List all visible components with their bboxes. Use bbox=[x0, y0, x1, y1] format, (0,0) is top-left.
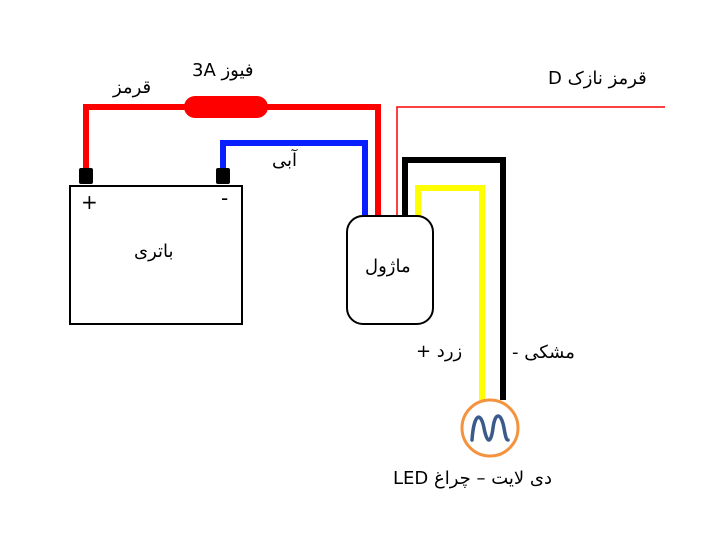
battery-terminal-plus bbox=[79, 168, 93, 184]
battery-terminal-minus bbox=[216, 168, 230, 184]
label-ignition-wire: قرمز نازک D bbox=[548, 68, 647, 89]
fuse-body bbox=[184, 96, 268, 118]
label-lamp: دی لایت – چراغ LED bbox=[393, 468, 553, 489]
lamp-ring bbox=[460, 398, 520, 458]
lamp-filament bbox=[470, 414, 510, 442]
label-positive-wire: قرمز bbox=[113, 77, 152, 98]
black-negative-wire bbox=[402, 157, 506, 400]
battery-body bbox=[69, 185, 243, 325]
label-battery: باتری bbox=[134, 241, 174, 262]
blue-negative-wire bbox=[220, 140, 368, 216]
label-negative-wire: آبی bbox=[272, 150, 298, 171]
label-battery-plus: + bbox=[81, 190, 98, 214]
label-battery-minus: - bbox=[221, 186, 229, 210]
label-led-positive: زرد + bbox=[416, 341, 463, 362]
yellow-positive-wire bbox=[415, 185, 485, 400]
label-fuse: فیوز 3A bbox=[192, 60, 254, 81]
label-led-negative: مشکی - bbox=[512, 342, 575, 363]
module-box bbox=[346, 215, 434, 325]
label-module: ماژول bbox=[365, 256, 411, 277]
